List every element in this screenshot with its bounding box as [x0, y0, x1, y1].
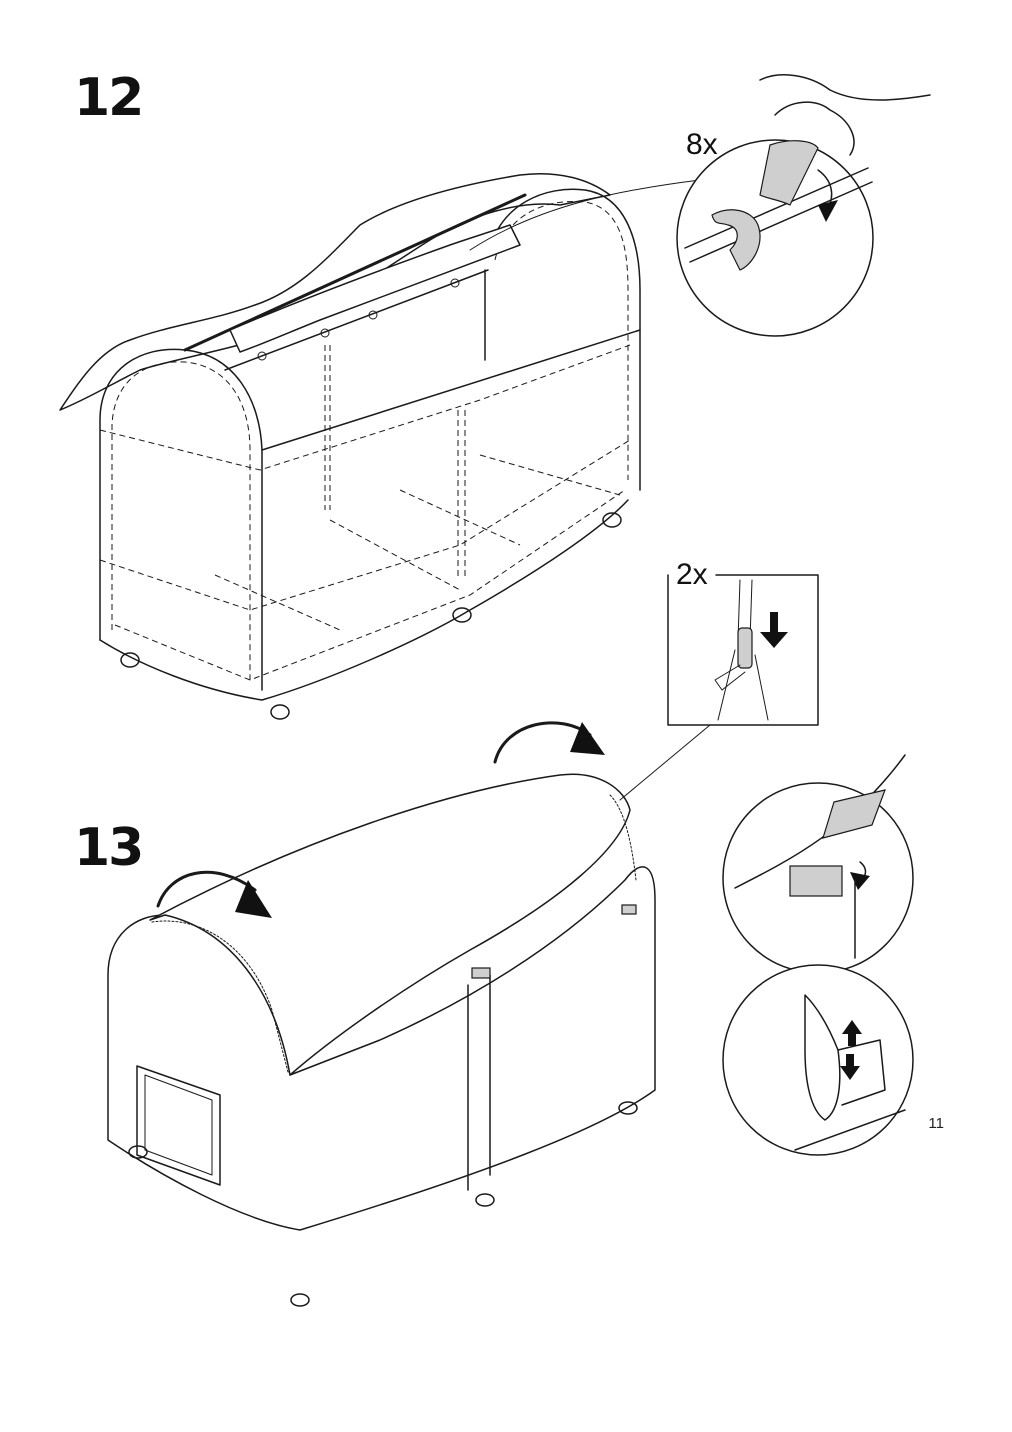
frame-wheels: [120, 512, 622, 720]
zipper-callout: [667, 574, 819, 726]
velcro-callout: [676, 74, 931, 337]
side-velcro-callout: [722, 754, 914, 974]
step-13-quantity: 2x: [676, 558, 708, 591]
page-number: 11: [928, 1115, 944, 1132]
step-13-number: 13: [74, 818, 144, 878]
frame-back-arch: [489, 188, 641, 491]
step-12-quantity: 8x: [686, 128, 718, 161]
frame-front-arch: [99, 348, 263, 691]
step-13-illustration: [107, 721, 711, 1307]
cover-door-panel: [136, 1065, 221, 1186]
step-12-illustration: [59, 172, 701, 720]
press-velcro-callout: [722, 964, 914, 1156]
frame-bottom: [99, 499, 629, 701]
step-12-number: 12: [74, 68, 144, 128]
cover-wheels: [128, 1101, 638, 1307]
hanging-rail: [224, 269, 489, 371]
